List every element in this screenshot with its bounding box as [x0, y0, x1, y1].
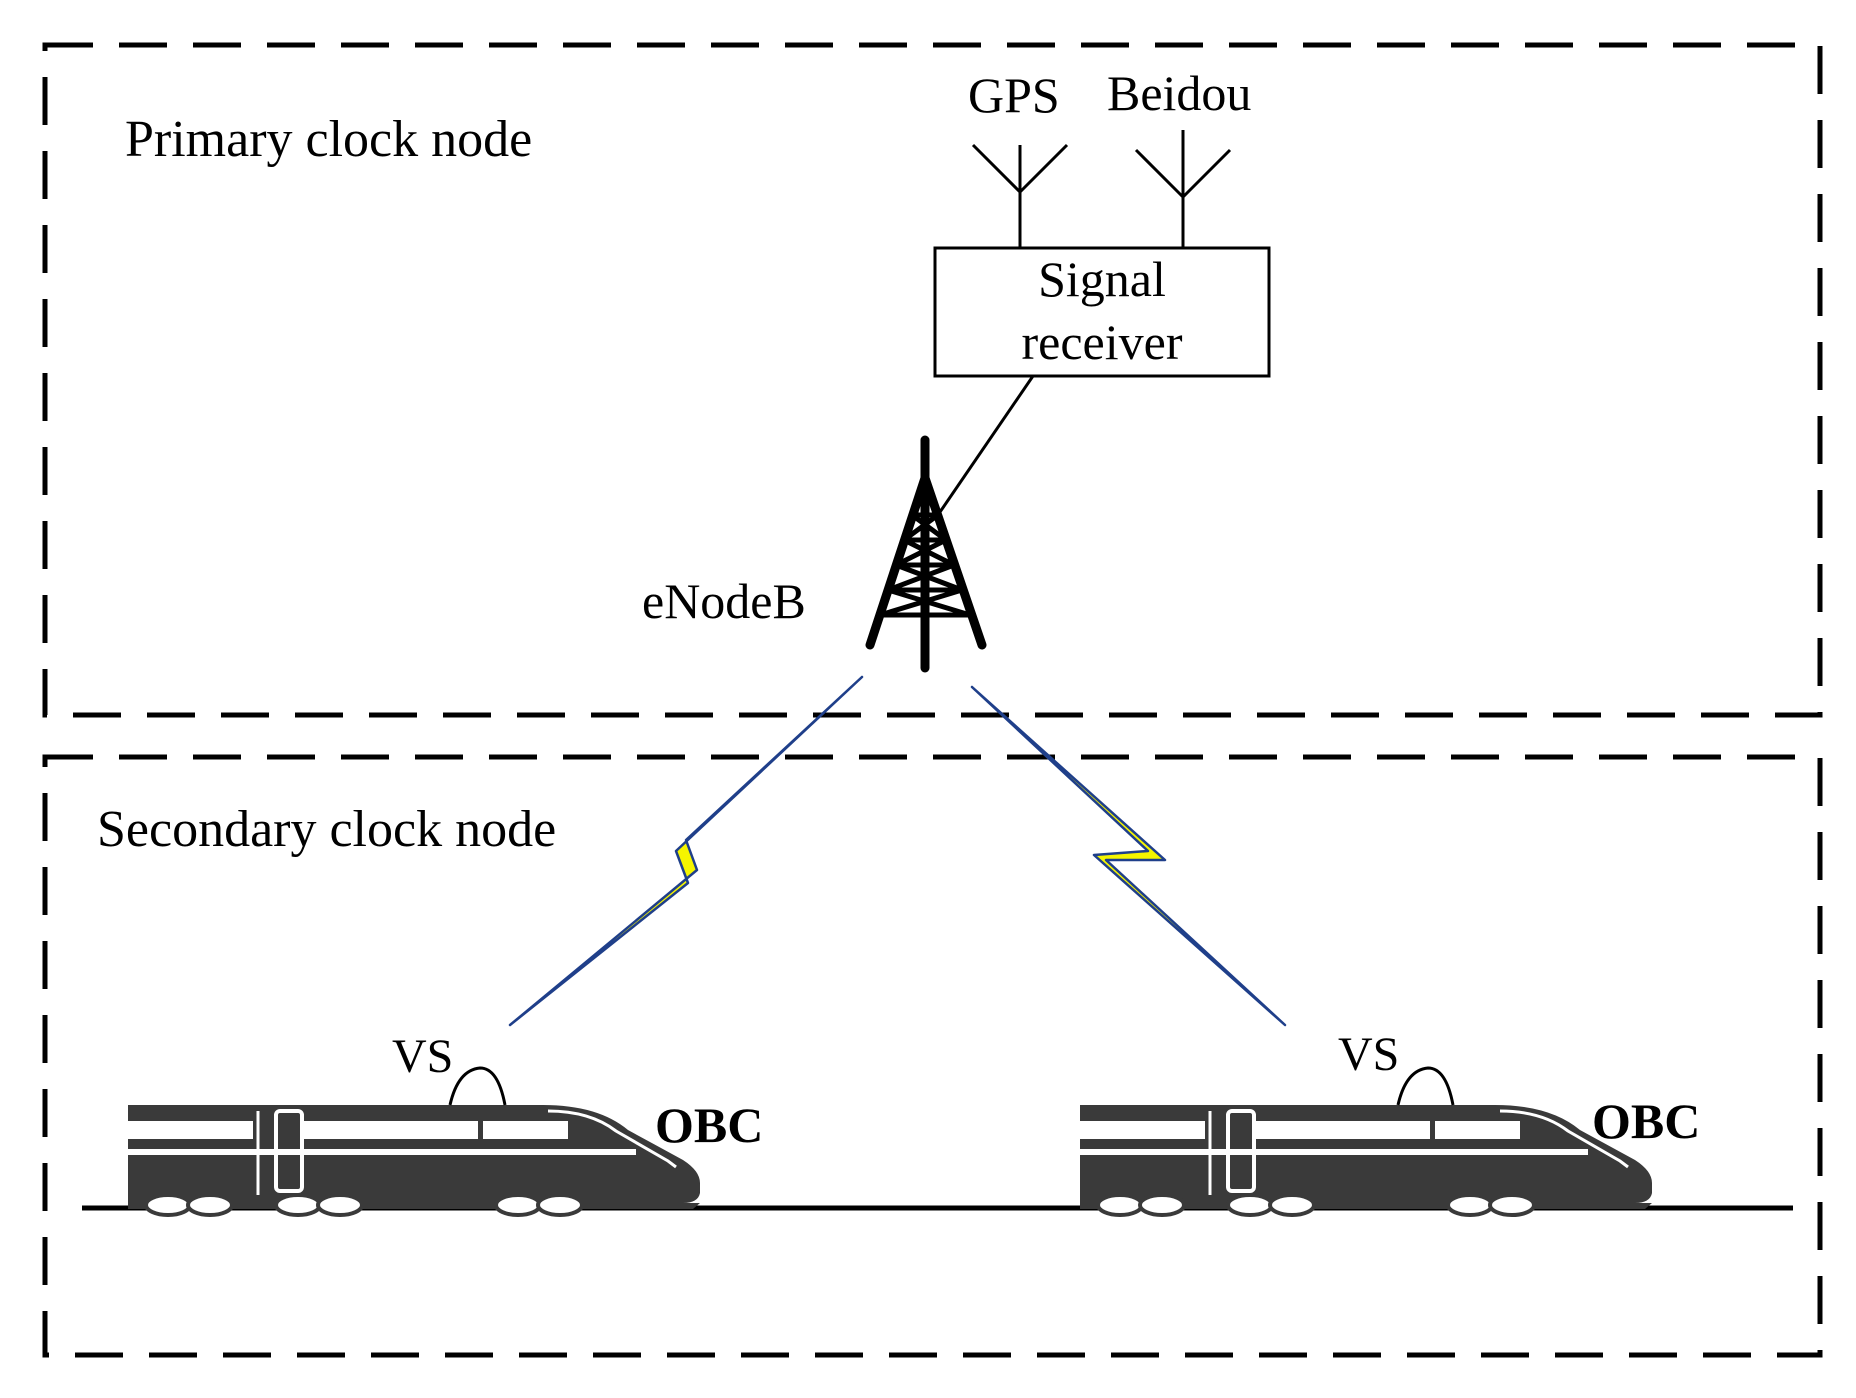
secondary-region-label: Secondary clock node — [97, 801, 556, 858]
obc-label-right: OBC — [1592, 1093, 1700, 1149]
primary-region-box — [42, 42, 1823, 718]
obc-label-left: OBC — [655, 1097, 763, 1153]
enodeb-label: eNodeB — [642, 573, 806, 629]
gps-antenna-icon — [971, 143, 1069, 248]
receiver-tower-link — [938, 375, 1035, 513]
vs-pantograph-right — [1396, 1066, 1455, 1106]
primary-region-label: Primary clock node — [125, 111, 532, 168]
vs-pantograph-left — [448, 1066, 507, 1106]
cell-tower-icon — [865, 435, 987, 673]
beidou-label: Beidou — [1107, 65, 1251, 121]
signal-receiver-box — [933, 246, 1271, 378]
signal-receiver-line1: Signal — [1038, 251, 1166, 307]
left-wireless-link — [508, 675, 864, 1027]
signal-receiver-line2: receiver — [1022, 314, 1183, 370]
train-right — [1078, 1066, 1654, 1217]
beidou-antenna-icon — [1134, 130, 1232, 248]
vs-label-left: VS — [392, 1030, 453, 1083]
gps-label: GPS — [968, 67, 1060, 123]
vs-label-right: VS — [1338, 1028, 1399, 1081]
right-wireless-link — [970, 685, 1287, 1027]
train-left — [126, 1066, 702, 1217]
secondary-region-box — [42, 754, 1823, 1358]
